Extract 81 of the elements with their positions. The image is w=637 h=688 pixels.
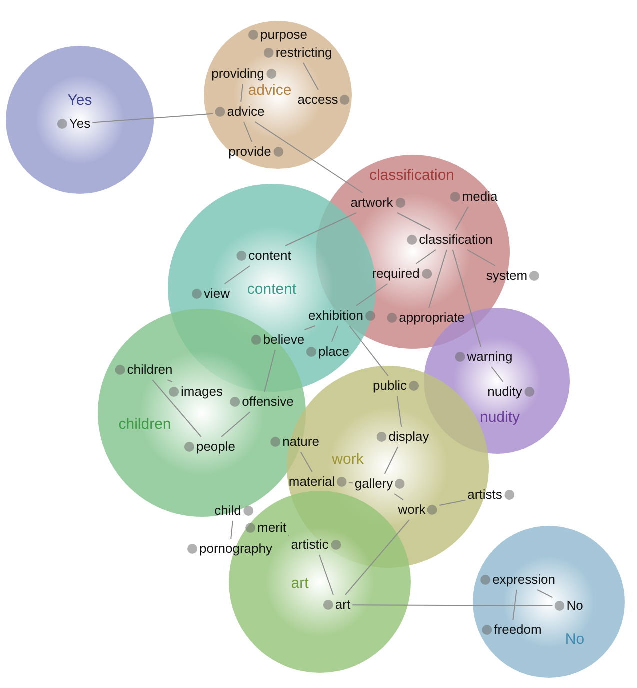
connector-line <box>152 380 202 438</box>
word-label: artistic <box>291 538 329 552</box>
word-label: gallery <box>354 477 394 491</box>
connector-line <box>416 250 436 264</box>
word-label: purpose <box>260 28 308 42</box>
connector-line <box>396 396 402 428</box>
word-label: advice <box>227 105 265 119</box>
connector-line <box>452 250 482 348</box>
topic-label: nudity <box>480 410 520 426</box>
word-label: nature <box>282 435 320 449</box>
connector-line <box>300 452 313 472</box>
word-label: public <box>373 379 407 393</box>
connector-line <box>221 412 251 438</box>
word-label: art <box>335 598 351 612</box>
word-label: children <box>127 363 173 377</box>
connector-line <box>244 122 252 142</box>
topic-label: art <box>291 576 309 592</box>
word-label: artists <box>468 488 502 502</box>
word-label: provide <box>228 145 272 159</box>
topic-label: work <box>332 452 364 468</box>
word-label: nudity <box>488 385 522 399</box>
connector-line <box>467 250 496 266</box>
word-label: restricting <box>276 46 332 60</box>
connector-line <box>491 366 504 382</box>
word-label: warning <box>467 350 513 364</box>
word-label: media <box>462 190 498 204</box>
word-label: content <box>248 249 292 263</box>
topic-label: advice <box>248 83 292 99</box>
word-label: required <box>372 267 420 281</box>
word-label: Yes <box>69 117 91 131</box>
word-label: place <box>318 345 350 359</box>
connector-line <box>352 604 554 606</box>
word-label: system <box>486 269 528 283</box>
word-label: freedom <box>494 623 542 637</box>
topic-label: Yes <box>68 93 92 109</box>
word-label: classification <box>419 233 493 247</box>
word-label: work <box>398 503 426 517</box>
connector-line <box>254 122 364 194</box>
connector-line <box>92 113 214 124</box>
connector-line <box>537 590 554 598</box>
connector-line <box>397 212 431 230</box>
word-label: providing <box>212 67 264 81</box>
word-label: people <box>196 440 236 454</box>
word-label: display <box>388 430 430 444</box>
connector-line <box>264 350 276 392</box>
connector-line <box>345 520 410 596</box>
topic-label: children <box>118 417 172 433</box>
connector-line <box>319 554 334 596</box>
connector-line <box>356 284 388 306</box>
connector-line <box>455 206 469 230</box>
word-label: access <box>298 93 338 107</box>
connector-line <box>167 380 173 382</box>
connector-line <box>285 212 357 246</box>
word-label: No <box>566 599 584 613</box>
word-label: child <box>214 504 242 518</box>
word-label: expression <box>492 573 556 587</box>
word-label: offensive <box>242 395 294 409</box>
word-label: exhibition <box>308 309 364 323</box>
connector-line <box>331 326 339 342</box>
connector-line <box>394 494 404 500</box>
word-label: merit <box>258 521 286 535</box>
connector-line <box>348 482 354 484</box>
connector-line <box>240 84 244 102</box>
topic-label: No <box>565 632 585 648</box>
connector-line <box>439 500 466 506</box>
word-label: artwork <box>350 196 394 210</box>
word-label: appropriate <box>399 311 465 325</box>
connector-line <box>384 446 399 474</box>
connector-line <box>512 590 518 620</box>
word-label: believe <box>263 333 305 347</box>
topic-label: classification <box>369 168 455 184</box>
word-label: view <box>204 287 230 301</box>
connector-line <box>304 326 316 330</box>
connector-line <box>349 326 389 376</box>
connector-line <box>224 266 251 284</box>
word-label: material <box>288 475 336 489</box>
connector-line <box>303 62 319 90</box>
connector-line <box>428 250 448 308</box>
topic-label: content <box>247 282 297 298</box>
word-label: images <box>181 385 223 399</box>
connector-line <box>230 520 234 540</box>
